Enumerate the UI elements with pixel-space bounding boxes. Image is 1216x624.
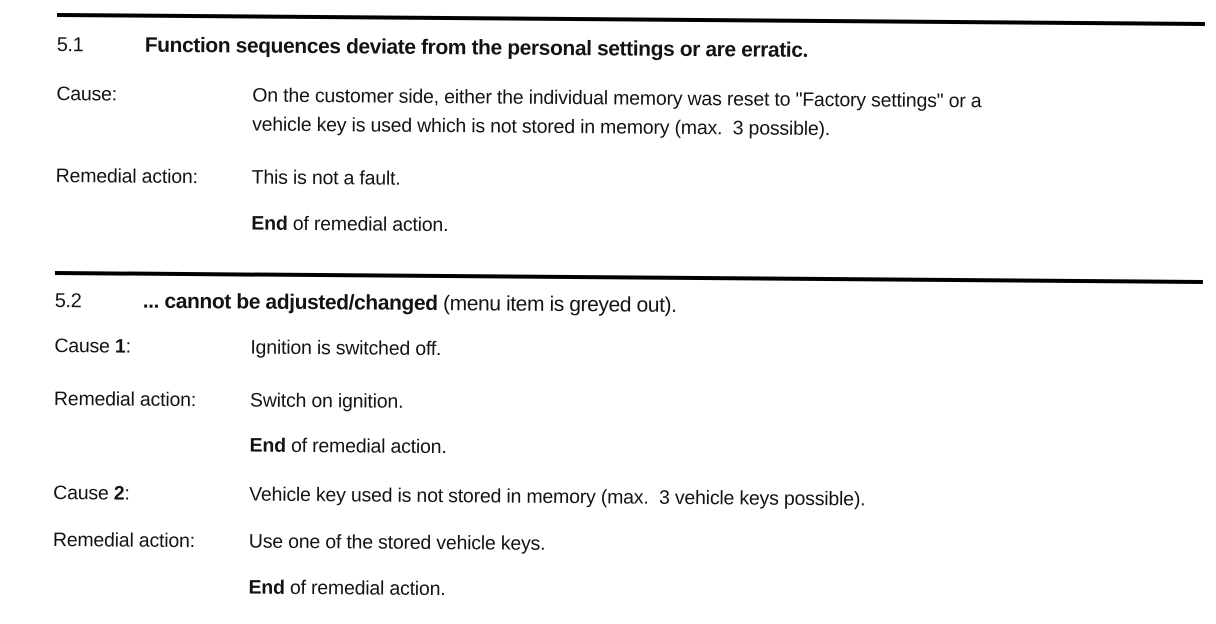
row-text: End of remedial action.	[249, 434, 447, 459]
section-heading: 5.2 ... cannot be adjusted/changed (menu…	[55, 287, 1203, 324]
row-remedial-action: Remedial action: Use one of the stored v…	[53, 526, 1201, 564]
row-text: Vehicle key used is not stored in memory…	[249, 483, 866, 511]
row-label	[52, 572, 248, 603]
row-text: Switch on ignition.	[249, 389, 404, 413]
row-label	[55, 208, 251, 239]
section-title-bold: ... cannot be adjusted/changed	[142, 289, 438, 315]
row-remedial-action: Remedial action: Switch on ignition.	[54, 385, 1202, 423]
row-end-note: End of remedial action.	[53, 430, 1201, 468]
section-title-bold: Function sequences deviate from the pers…	[144, 33, 809, 62]
row-text: This is not a fault.	[251, 166, 401, 190]
row-cause-2: Cause 2: Vehicle key used is not stored …	[53, 479, 1201, 517]
row-label: Cause 1:	[54, 334, 131, 358]
section-number: 5.1	[56, 33, 84, 57]
row-text: Use one of the stored vehicle keys.	[248, 530, 546, 555]
section-5-1: 5.1 Function sequences deviate from the …	[55, 13, 1205, 246]
row-text: End of remedial action.	[251, 212, 449, 237]
row-text: On the customer side, either the individ…	[252, 84, 982, 141]
row-text: Ignition is switched off.	[250, 336, 442, 361]
page-content: 5.1 Function sequences deviate from the …	[52, 13, 1205, 610]
section-5-2: 5.2 ... cannot be adjusted/changed (menu…	[52, 270, 1203, 610]
section-title: ... cannot be adjusted/changed (menu ite…	[143, 288, 1203, 323]
section-rule	[54, 270, 1203, 285]
row-cause: Cause: On the customer side, either the …	[56, 80, 1204, 147]
row-label	[53, 430, 249, 461]
row-end-note: End of remedial action.	[55, 208, 1203, 246]
row-label: Cause 2:	[53, 481, 130, 505]
row-remedial-action: Remedial action: This is not a fault.	[56, 162, 1204, 200]
row-label: Remedial action:	[55, 164, 198, 189]
section-title-regular: (menu item is greyed out).	[437, 291, 677, 317]
row-cause-1: Cause 1: Ignition is switched off.	[54, 332, 1202, 370]
row-text: End of remedial action.	[248, 576, 446, 601]
section-rule	[56, 13, 1205, 27]
section-heading: 5.1 Function sequences deviate from the …	[57, 31, 1205, 68]
section-number: 5.2	[54, 289, 82, 313]
row-end-note: End of remedial action.	[52, 572, 1200, 610]
row-label: Remedial action:	[53, 387, 197, 412]
row-label: Remedial action:	[52, 528, 195, 553]
row-label: Cause:	[56, 82, 118, 106]
section-title: Function sequences deviate from the pers…	[145, 32, 1205, 67]
